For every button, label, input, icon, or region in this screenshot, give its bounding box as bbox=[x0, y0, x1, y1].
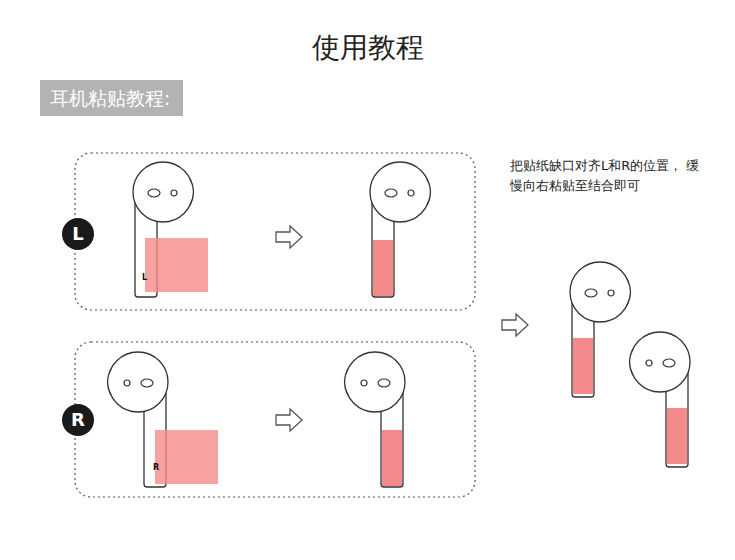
earphone-right bbox=[345, 352, 406, 487]
panel-l bbox=[75, 153, 475, 310]
node-text: R bbox=[71, 410, 85, 430]
step-arrow bbox=[276, 409, 302, 431]
step-arrow bbox=[502, 314, 528, 336]
side-badge: L bbox=[62, 218, 94, 250]
instruction-note: 把贴纸缺口对齐L和R的位置， 缓慢向右粘贴至结合即可 bbox=[510, 156, 700, 196]
earphone-right bbox=[630, 332, 691, 467]
earphone-left bbox=[570, 262, 631, 397]
page-title: 使用教程 bbox=[0, 30, 735, 66]
section-header: 耳机粘贴教程: bbox=[40, 80, 183, 116]
sticker bbox=[145, 238, 208, 292]
sticker bbox=[155, 430, 218, 484]
node-text: 耳机粘贴教程: bbox=[50, 86, 173, 110]
earphone-left bbox=[370, 162, 431, 297]
side-badge: R bbox=[62, 404, 94, 436]
panel-r bbox=[75, 342, 475, 497]
step-arrow bbox=[276, 226, 302, 248]
stem-mark: L bbox=[142, 273, 147, 282]
node-text: L bbox=[72, 224, 83, 244]
stem-mark: R bbox=[153, 463, 159, 472]
earphone-right bbox=[108, 352, 169, 487]
